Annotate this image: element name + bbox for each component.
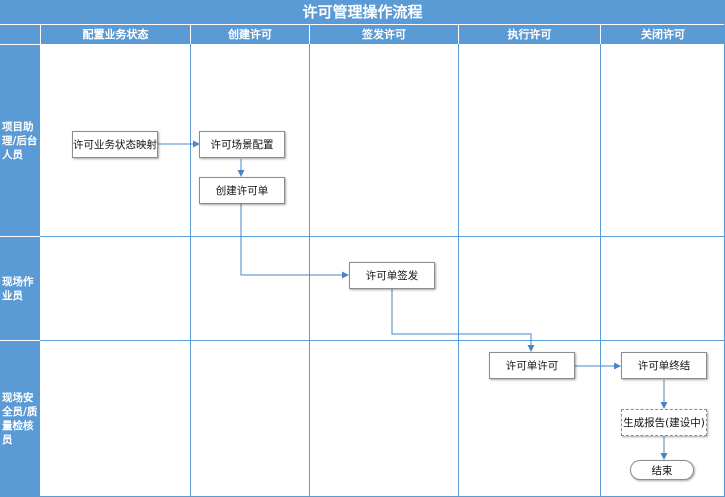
header-corner	[0, 25, 40, 44]
lane-label-safety-quality: 现场安全员/质量检核员	[2, 392, 38, 446]
column-header-issue-permit: 签发许可	[309, 25, 458, 44]
arrow-issue-to-execute	[391, 289, 535, 352]
lane-field-worker: 现场作业员	[0, 236, 40, 340]
node-close-permit: 许可单终结	[621, 352, 707, 379]
diagram-title: 许可管理操作流程	[0, 0, 725, 25]
lane-assistant-backoffice: 项目助理/后台人员	[0, 44, 40, 236]
column-header-close-permit: 关闭许可	[600, 25, 725, 44]
node-scene-config: 许可场景配置	[199, 131, 285, 158]
node-issue-permit: 许可单签发	[349, 262, 435, 289]
column-header-config-status: 配置业务状态	[40, 25, 190, 44]
column-header-create-permit: 创建许可	[190, 25, 309, 44]
lane-label-field-worker: 现场作业员	[2, 275, 34, 302]
node-status-mapping: 许可业务状态映射	[72, 131, 158, 158]
node-generate-report: 生成报告(建设中)	[621, 409, 707, 436]
lane-label-assistant: 项目助理/后台人员	[2, 120, 38, 161]
arrow-create-to-issue	[240, 204, 349, 279]
node-create-permit: 创建许可单	[199, 177, 285, 204]
node-execute-permit: 许可单许可	[489, 352, 575, 379]
node-end: 结束	[630, 460, 694, 480]
lane-safety-quality: 现场安全员/质量检核员	[0, 340, 40, 497]
column-header-execute-permit: 执行许可	[458, 25, 600, 44]
